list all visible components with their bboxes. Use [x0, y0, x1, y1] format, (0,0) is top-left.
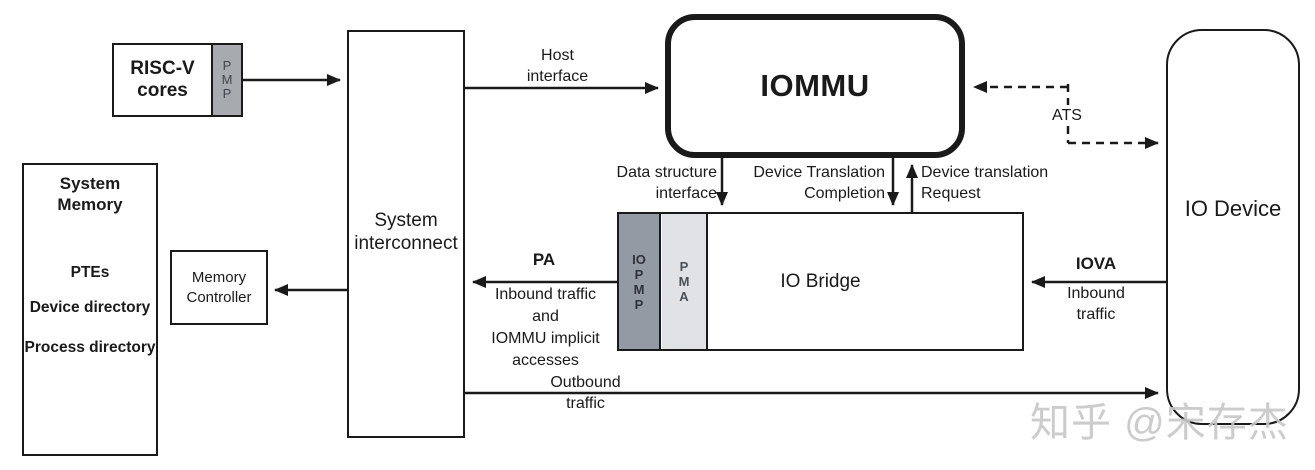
device-translation-request-label: Device translation Request: [921, 164, 1049, 202]
host-interface-label: Host interface: [526, 47, 589, 85]
pma-strip: P M A: [662, 214, 708, 349]
system-interconnect-box: System interconnect: [347, 30, 465, 438]
io-device-label: IO Device: [1184, 196, 1282, 221]
ats-label: ATS: [1044, 105, 1090, 126]
io-bridge-box: IO P M P P M A IO Bridge: [617, 212, 1024, 351]
system-memory-item-ptes: PTEs: [70, 264, 110, 281]
data-structure-interface-label: Data structure interface: [616, 164, 717, 202]
riscv-cores-box: RISC-V cores P M P: [112, 43, 243, 117]
memory-controller-box: Memory Controller: [170, 250, 268, 325]
system-interconnect-label: System interconnect: [354, 210, 458, 254]
system-memory-item-process-directory: Process directory: [24, 339, 156, 356]
pa-label: PA: [532, 250, 556, 269]
io-device-box: IO Device: [1166, 29, 1300, 425]
device-translation-completion-label: Device Translation Completion: [753, 164, 885, 202]
iova-description-label: Inbound traffic: [1067, 285, 1125, 323]
riscv-cores-label: RISC-V cores: [130, 58, 195, 101]
system-memory-box: System Memory PTEs Device directory Proc…: [22, 163, 158, 456]
iova-label: IOVA: [1075, 254, 1117, 273]
pa-description-label: Inbound traffic and IOMMU implicit acces…: [491, 286, 600, 369]
iopmp-strip: IO P M P: [619, 214, 661, 349]
outbound-traffic-label: Outbound traffic: [550, 374, 621, 412]
pmp-strip: P M P: [211, 45, 241, 115]
system-memory-item-device-directory: Device directory: [29, 299, 151, 316]
iommu-box: IOMMU: [665, 14, 965, 158]
io-bridge-label: IO Bridge: [780, 270, 861, 292]
system-memory-title: System Memory: [57, 174, 123, 214]
zhihu-watermark: 知乎 @宋存杰: [1030, 401, 1289, 445]
